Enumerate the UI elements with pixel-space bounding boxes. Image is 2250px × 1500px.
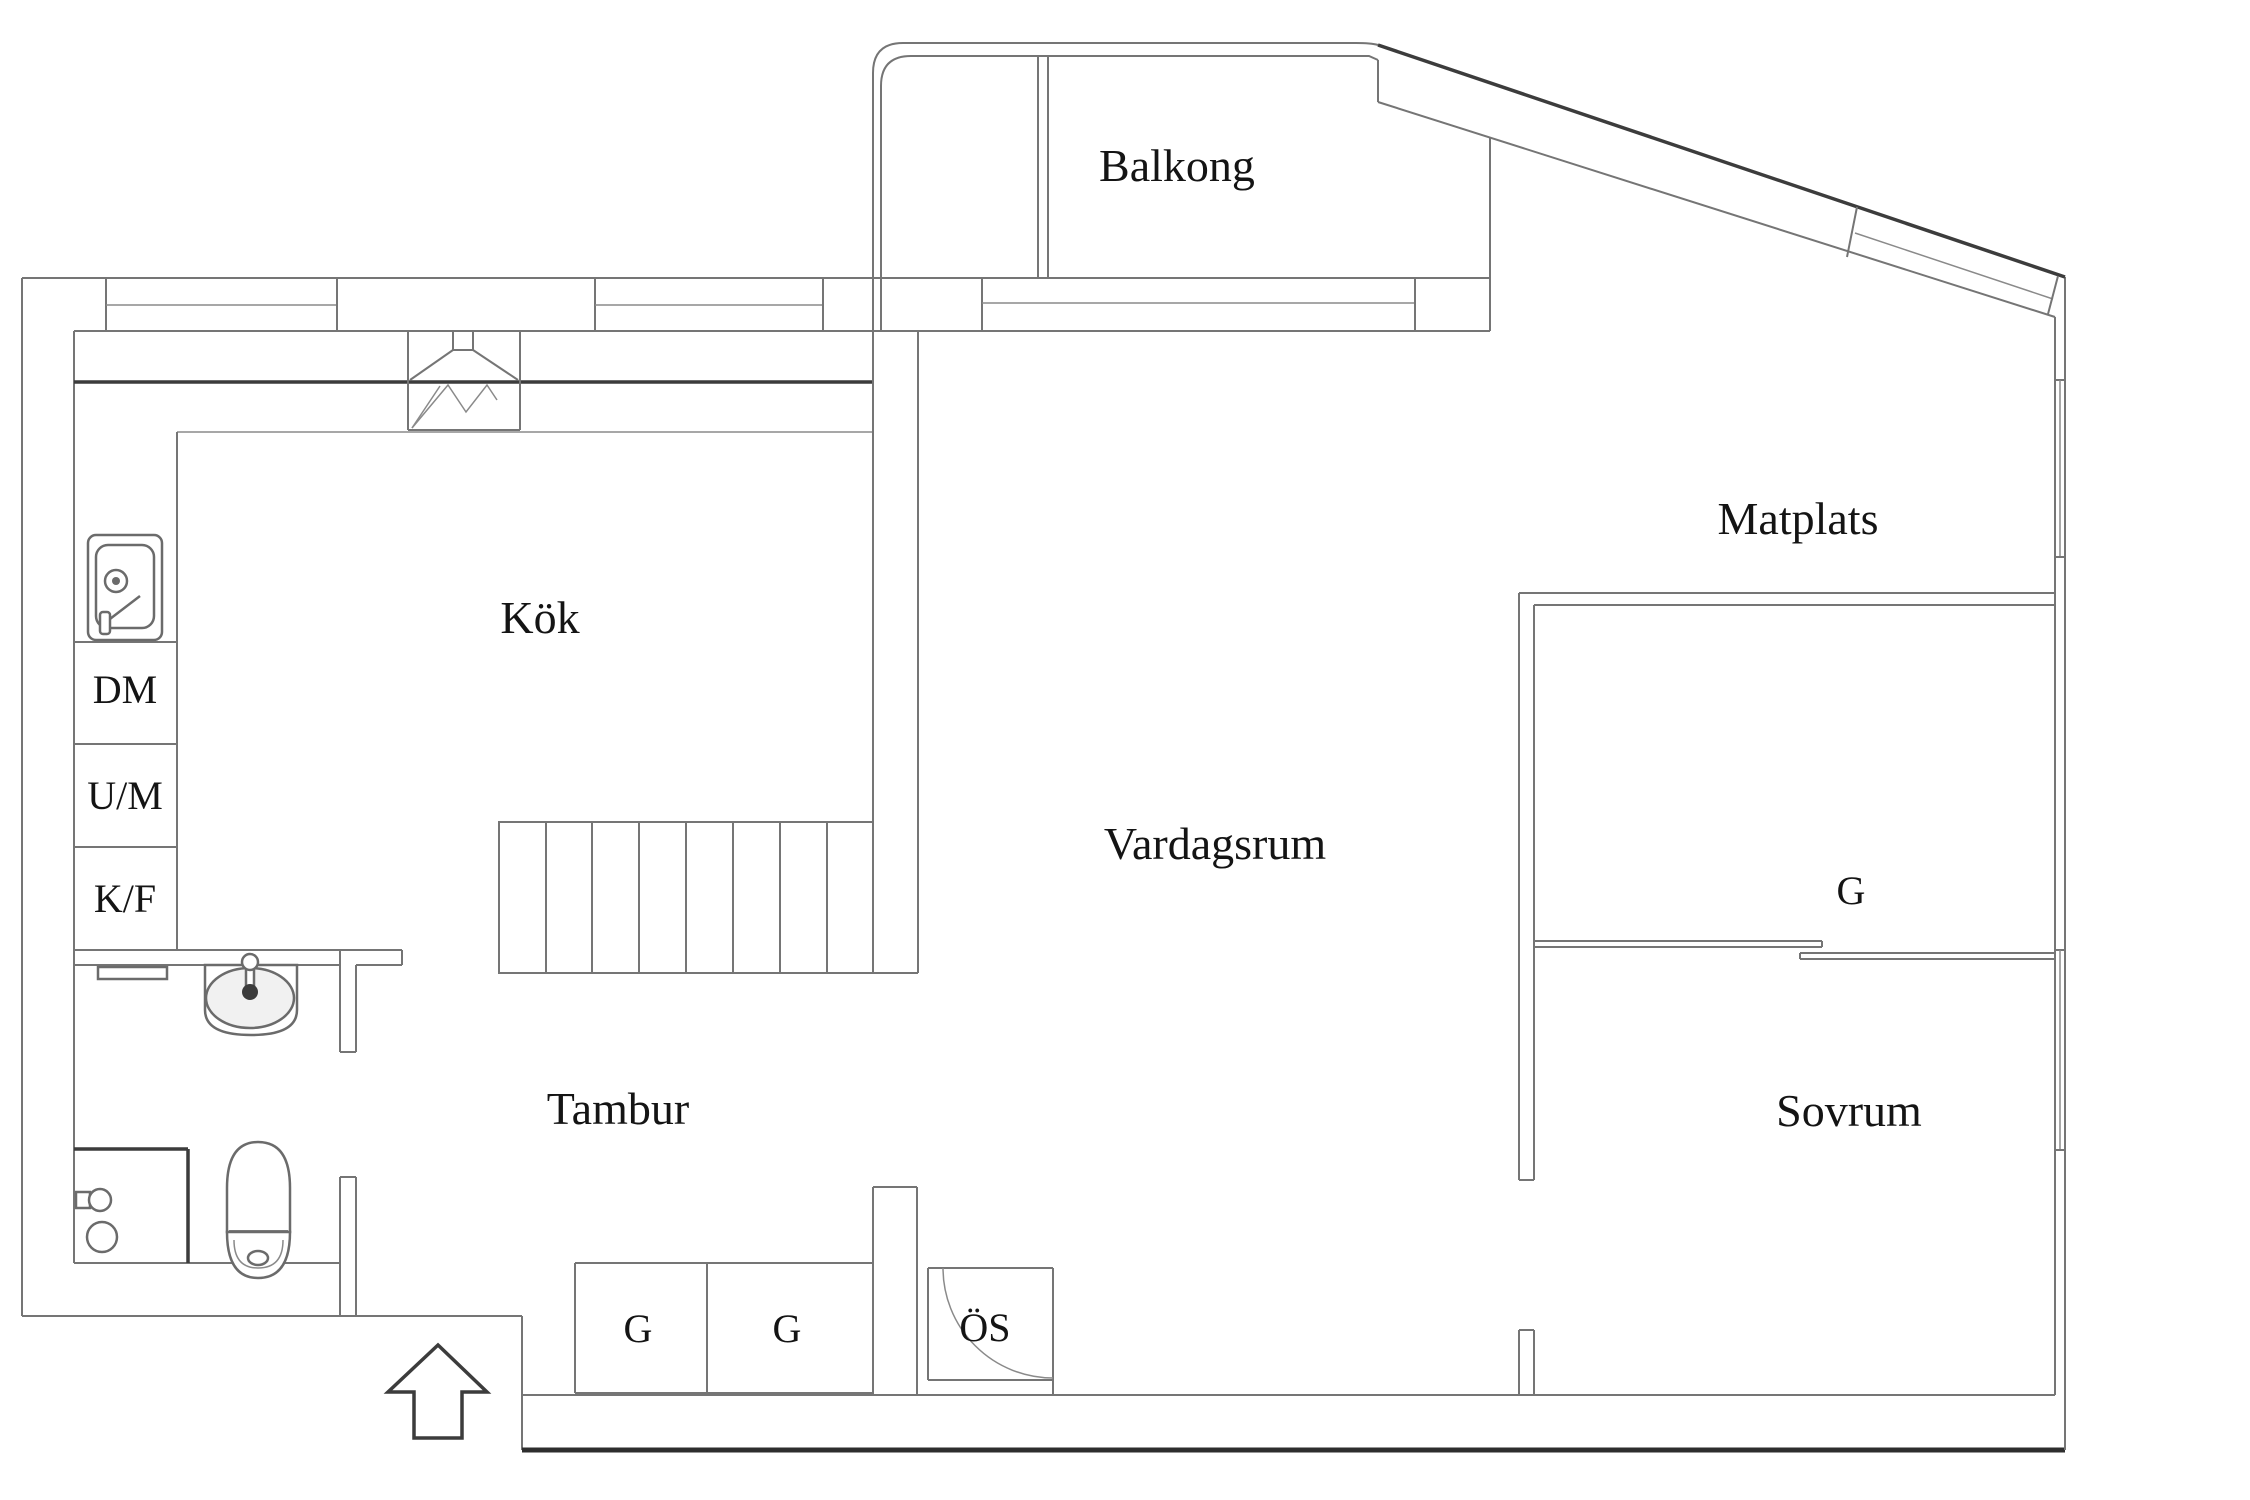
label-tambur: Tambur <box>547 1083 689 1134</box>
entrance-arrow-icon <box>383 1342 492 1440</box>
label-fridge-freezer: K/F <box>94 876 156 921</box>
label-kok: Kök <box>500 592 579 643</box>
kitchen-counters <box>74 380 873 966</box>
sovrum-closet-sliding-doors <box>1534 940 2055 960</box>
label-closet-hall-1: G <box>624 1306 653 1351</box>
room-labels: Balkong Matplats Kök Vardagsrum Tambur S… <box>500 140 1922 1136</box>
hall-closets <box>574 1262 873 1394</box>
kitchen-living-wall <box>872 331 919 1395</box>
appliance-labels: DM U/M K/F <box>87 667 163 921</box>
closet-labels: G G G ÖS <box>624 868 1866 1351</box>
label-closet-sovrum: G <box>1837 868 1866 913</box>
label-vardagsrum: Vardagsrum <box>1104 818 1326 869</box>
label-closet-hall-2: G <box>773 1306 802 1351</box>
door-arc-icon <box>942 1267 1054 1379</box>
sink-icon <box>86 533 164 642</box>
matplats-window <box>2055 379 2065 558</box>
toilet-icon <box>225 1140 292 1280</box>
balcony-railing <box>872 42 1379 278</box>
label-matplats: Matplats <box>1718 493 1879 544</box>
washbasin-icon <box>203 952 299 1037</box>
os-closet <box>927 1267 1054 1395</box>
bathroom-shelf <box>96 965 169 981</box>
shower-icon <box>74 1147 190 1263</box>
staircase <box>498 821 874 974</box>
sovrum-window <box>2055 949 2065 1151</box>
sovrum-walls <box>1518 592 2055 1395</box>
diagonal-wall <box>1377 43 2066 318</box>
label-sovrum: Sovrum <box>1776 1085 1922 1136</box>
top-wall-windows <box>105 278 1491 331</box>
stove-flue-icon <box>407 331 521 431</box>
exterior-walls <box>21 277 2066 1453</box>
label-os-closet: ÖS <box>959 1305 1010 1350</box>
label-balkong: Balkong <box>1099 140 1255 191</box>
label-washing-machine: U/M <box>87 773 163 818</box>
label-dishwasher: DM <box>93 667 157 712</box>
